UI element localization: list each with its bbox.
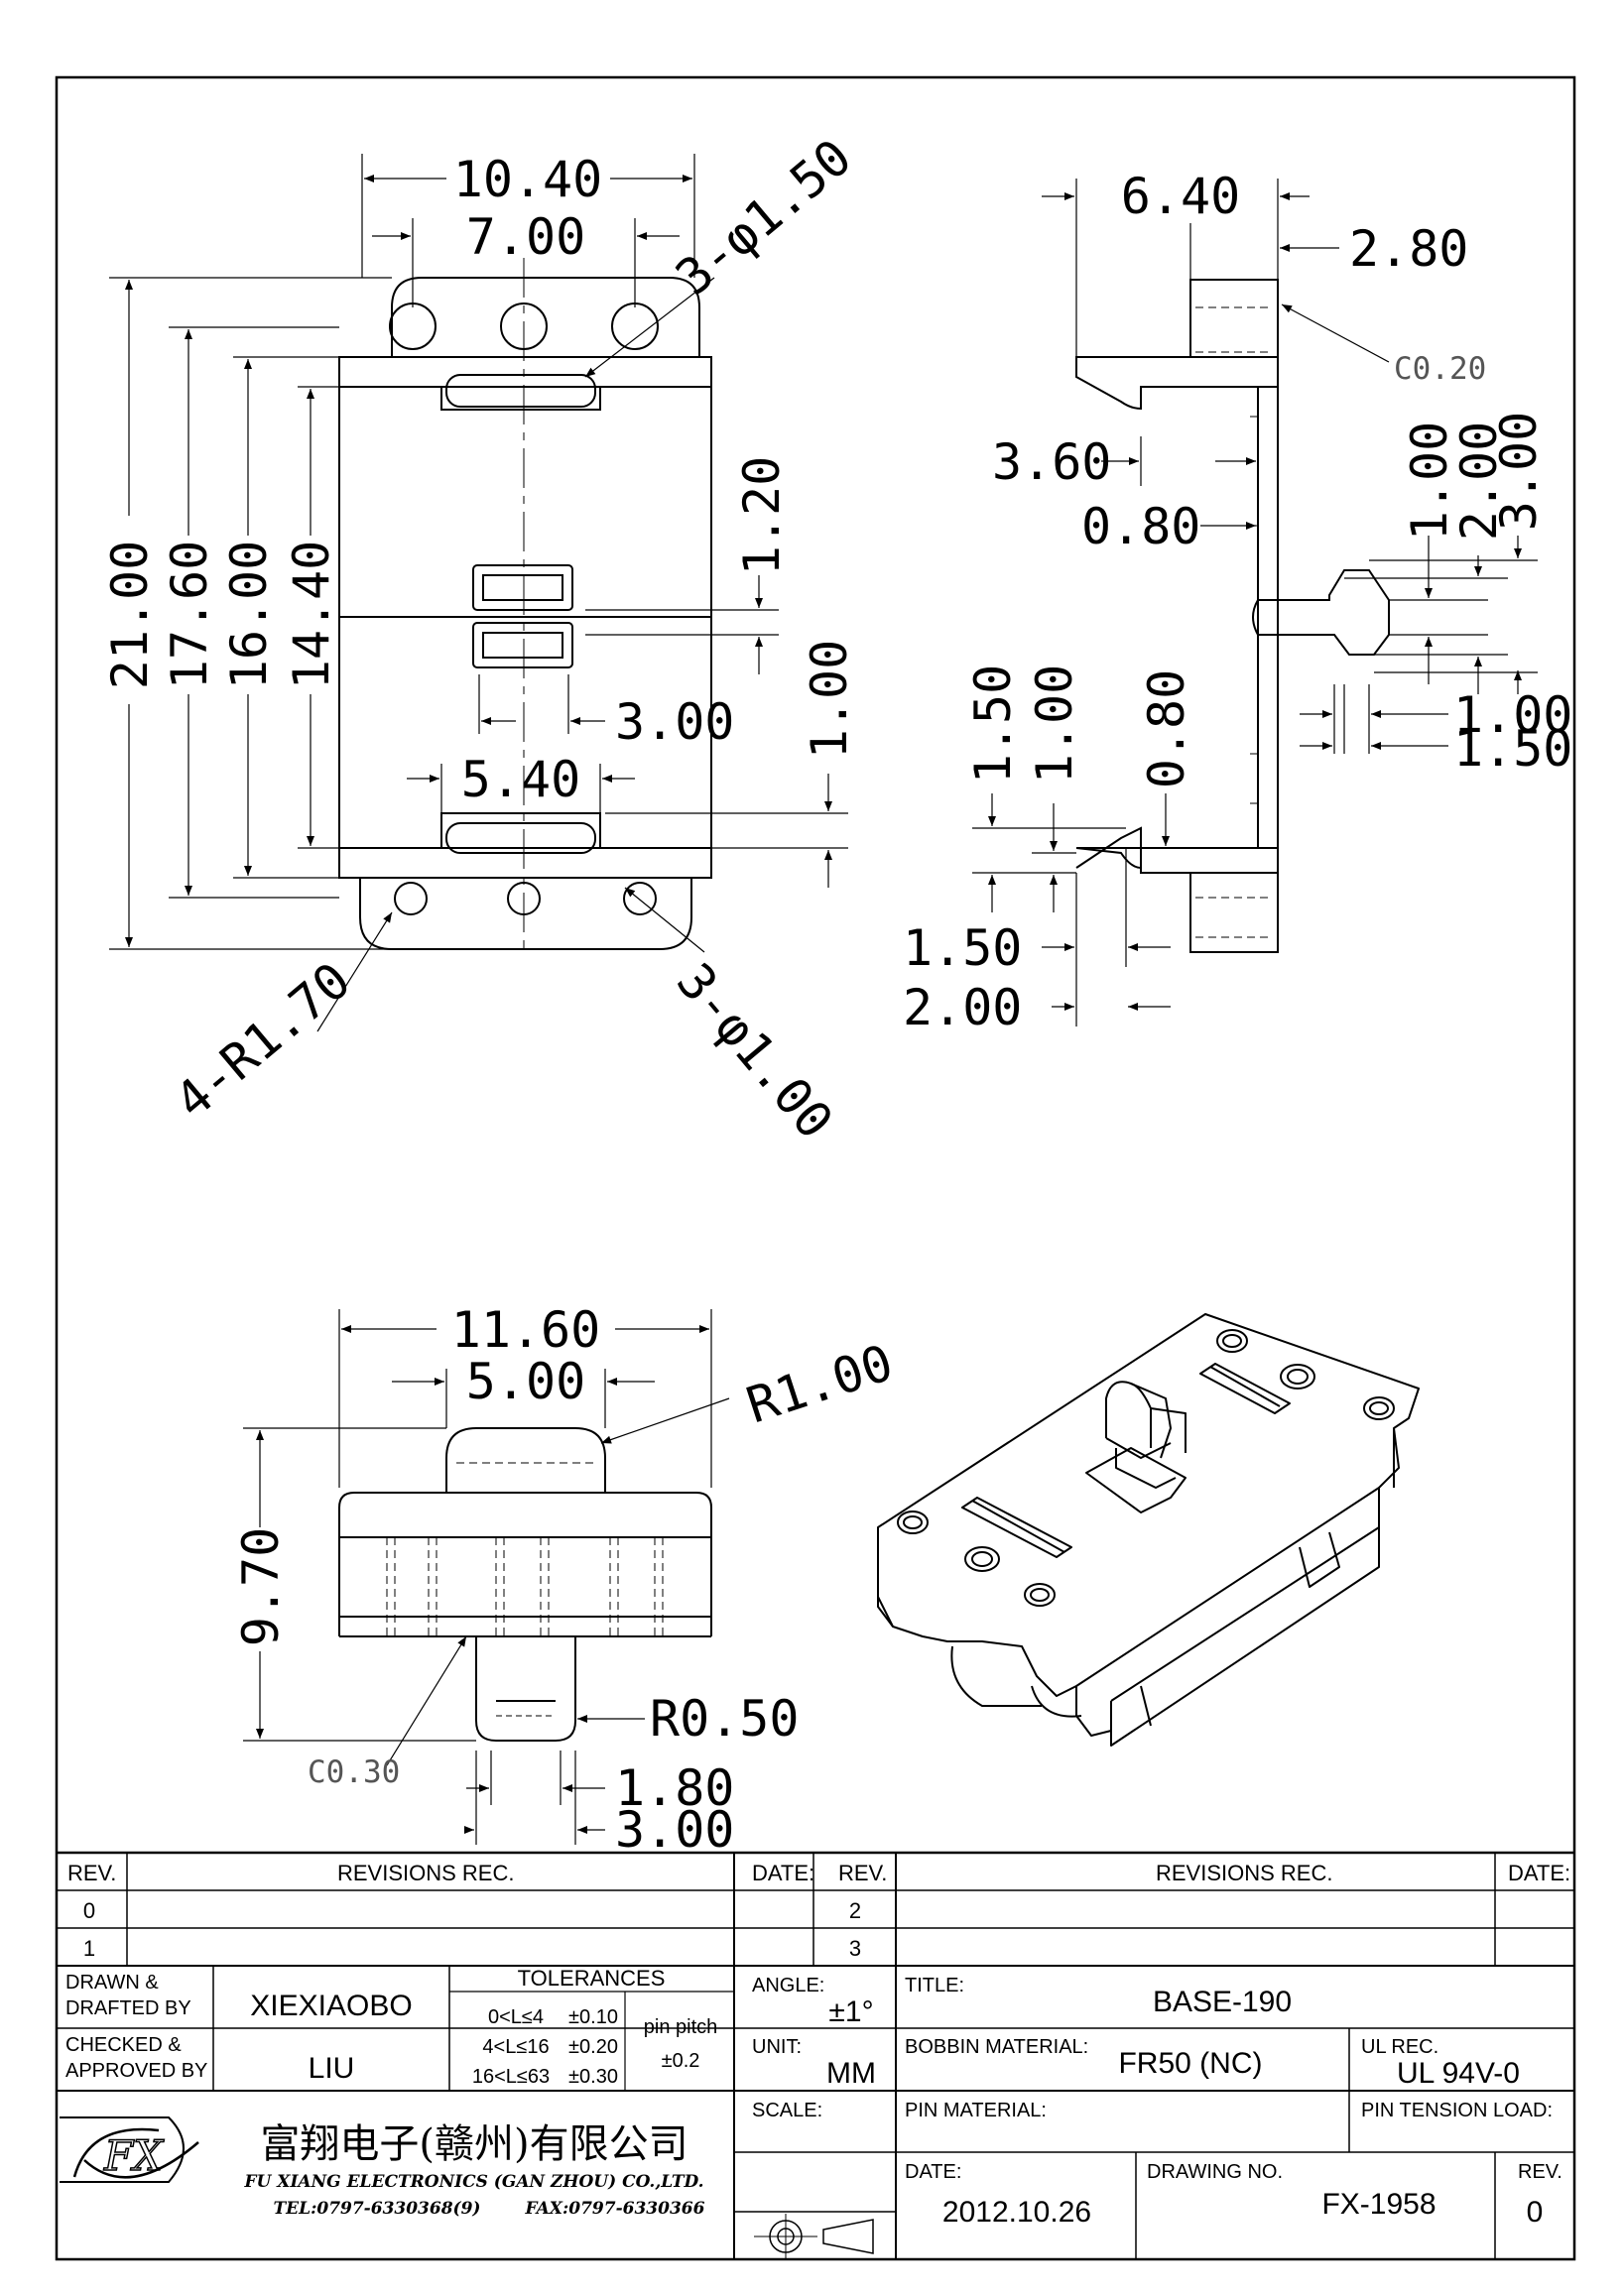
rev-row-2: 2 — [849, 1898, 861, 1923]
rev-row-1: 1 — [83, 1936, 95, 1961]
company-tel: TEL:0797-6330368(9) — [274, 2199, 481, 2219]
rev-row-3: 3 — [849, 1936, 861, 1961]
dim-3-phi1-00: 3-φ1.00 — [666, 952, 844, 1149]
drawn-by: XIEXIAOBO — [250, 1990, 412, 2022]
scale-label: SCALE: — [752, 2100, 822, 2121]
dim-2-80: 2.80 — [1349, 220, 1468, 278]
top-view — [339, 258, 711, 952]
front-view-dim-text: 11.60 5.00 R1.00 9.70 R0.50 C0.30 1.80 3… — [232, 1301, 900, 1859]
tol-range-3: 16<L≤63 — [472, 2066, 550, 2088]
company-name-en: FU XIANG ELECTRONICS (GAN ZHOU) CO.,LTD. — [243, 2172, 703, 2192]
dim-16-00: 16.00 — [220, 541, 278, 690]
company-name-cn: 富翔电子(赣州)有限公司 — [260, 2121, 687, 2167]
rev-value: 0 — [1527, 2196, 1544, 2229]
dim-3-00-front: 3.00 — [615, 1801, 734, 1859]
side-view-dimensions — [972, 179, 1538, 1027]
title-value: BASE-190 — [1153, 1986, 1292, 2018]
dim-1-50-leg: 1.50 — [964, 665, 1022, 784]
angle-label: ANGLE: — [752, 1975, 824, 1996]
top-view-dim-text: 10.40 7.00 3-φ1.50 21.00 17.60 16.00 14.… — [101, 128, 862, 1149]
dim-3-00-top: 3.00 — [615, 693, 734, 751]
side-view — [1076, 280, 1389, 952]
date-value: 2012.10.26 — [942, 2196, 1091, 2229]
dim-R0-50: R0.50 — [650, 1690, 800, 1748]
dim-1-20: 1.20 — [733, 456, 791, 575]
dim-3-00-side: 3.00 — [1490, 412, 1548, 531]
sheet-border — [57, 77, 1574, 2259]
date-header-right: DATE: — [1508, 1861, 1570, 1885]
company-fax: FAX:0797-6330366 — [525, 2199, 705, 2219]
tol-range-1: 0<L≤4 — [488, 2006, 544, 2028]
ul-rec-label: UL REC. — [1361, 2036, 1438, 2058]
tol-range-2: 4<L≤16 — [482, 2036, 549, 2058]
dim-3-60: 3.60 — [992, 433, 1111, 491]
drawing-no-label: DRAWING NO. — [1147, 2161, 1283, 2183]
title-block-text: REV. REVISIONS REC. DATE: REV. REVISIONS… — [65, 1861, 1570, 2229]
rev-header-right: REV. — [838, 1861, 887, 1885]
bobbin-material-label: BOBBIN MATERIAL: — [905, 2036, 1088, 2058]
front-view-dimensions — [243, 1309, 729, 1845]
pin-material-label: PIN MATERIAL: — [905, 2100, 1047, 2121]
dim-21-00: 21.00 — [101, 541, 159, 690]
rev-label: REV. — [1518, 2161, 1562, 2183]
top-view-dimensions — [109, 154, 848, 1031]
dim-C0-30: C0.30 — [308, 1754, 400, 1790]
dim-5-40: 5.40 — [461, 751, 580, 808]
dim-4-R1-70: 4-R1.70 — [164, 951, 361, 1130]
pin-pitch-label: pin pitch — [644, 2016, 718, 2038]
dim-1-00-side: 1.00 — [1401, 422, 1458, 541]
tol-value-1: ±0.10 — [568, 2006, 618, 2028]
tol-value-3: ±0.30 — [568, 2066, 618, 2088]
dim-1-00-leg: 1.00 — [1026, 665, 1083, 784]
revisions-header-right: REVISIONS REC. — [1156, 1861, 1332, 1885]
unit-label: UNIT: — [752, 2036, 802, 2058]
dim-6-40: 6.40 — [1121, 168, 1240, 225]
checked-label: CHECKED &APPROVED BY — [65, 2034, 207, 2082]
angle-value: ±1° — [828, 1995, 873, 2028]
dim-11-60: 11.60 — [451, 1301, 601, 1359]
dim-9-70: 9.70 — [232, 1527, 290, 1646]
dim-5-00: 5.00 — [466, 1353, 585, 1410]
pin-pitch-value: ±0.2 — [662, 2050, 700, 2072]
dim-1-00-latch: 1.00 — [1453, 686, 1572, 744]
dim-1-80: 1.80 — [615, 1759, 734, 1817]
dim-1-50-latch: 1.50 — [1453, 720, 1572, 778]
dim-1-00-top: 1.00 — [801, 640, 858, 759]
dim-10-40: 10.40 — [453, 151, 603, 208]
side-view-dim-text: 6.40 2.80 C0.20 3.60 0.80 1.00 2.00 3.00… — [903, 168, 1572, 1036]
rev-row-0: 0 — [83, 1898, 95, 1923]
front-view — [339, 1428, 711, 1741]
unit-value: MM — [826, 2057, 876, 2090]
bobbin-material-value: FR50 (NC) — [1118, 2047, 1262, 2080]
title-label: TITLE: — [905, 1975, 964, 1996]
dim-1-50-bottom: 1.50 — [903, 919, 1022, 977]
date-header-left: DATE: — [752, 1861, 814, 1885]
company-logo: FX — [60, 2117, 198, 2182]
dim-17-60: 17.60 — [161, 541, 218, 690]
rev-header-left: REV. — [67, 1861, 116, 1885]
tol-value-2: ±0.20 — [568, 2036, 618, 2058]
dim-0-80-leg: 0.80 — [1138, 669, 1195, 788]
title-block — [57, 1853, 1574, 2259]
logo-text: FX — [103, 2131, 165, 2180]
dim-2-00-side: 2.00 — [1450, 422, 1508, 541]
drawing-no-value: FX-1958 — [1321, 2188, 1436, 2221]
checked-by: LIU — [309, 2052, 355, 2085]
dim-2-00-bottom: 2.00 — [903, 979, 1022, 1036]
dim-R1-00: R1.00 — [740, 1334, 900, 1435]
ul-rec-value: UL 94V-0 — [1397, 2057, 1520, 2090]
isometric-view — [878, 1314, 1419, 1746]
pin-tension-label: PIN TENSION LOAD: — [1361, 2100, 1553, 2121]
tolerances-header: TOLERANCES — [518, 1966, 666, 1991]
revisions-header-left: REVISIONS REC. — [337, 1861, 514, 1885]
dim-0-80-side: 0.80 — [1081, 498, 1200, 555]
dim-14-40: 14.40 — [283, 541, 340, 690]
dim-C0-20: C0.20 — [1394, 351, 1486, 387]
dim-7-00: 7.00 — [466, 208, 585, 266]
drawn-label: DRAWN &DRAFTED BY — [65, 1972, 191, 2019]
date-label: DATE: — [905, 2161, 961, 2183]
